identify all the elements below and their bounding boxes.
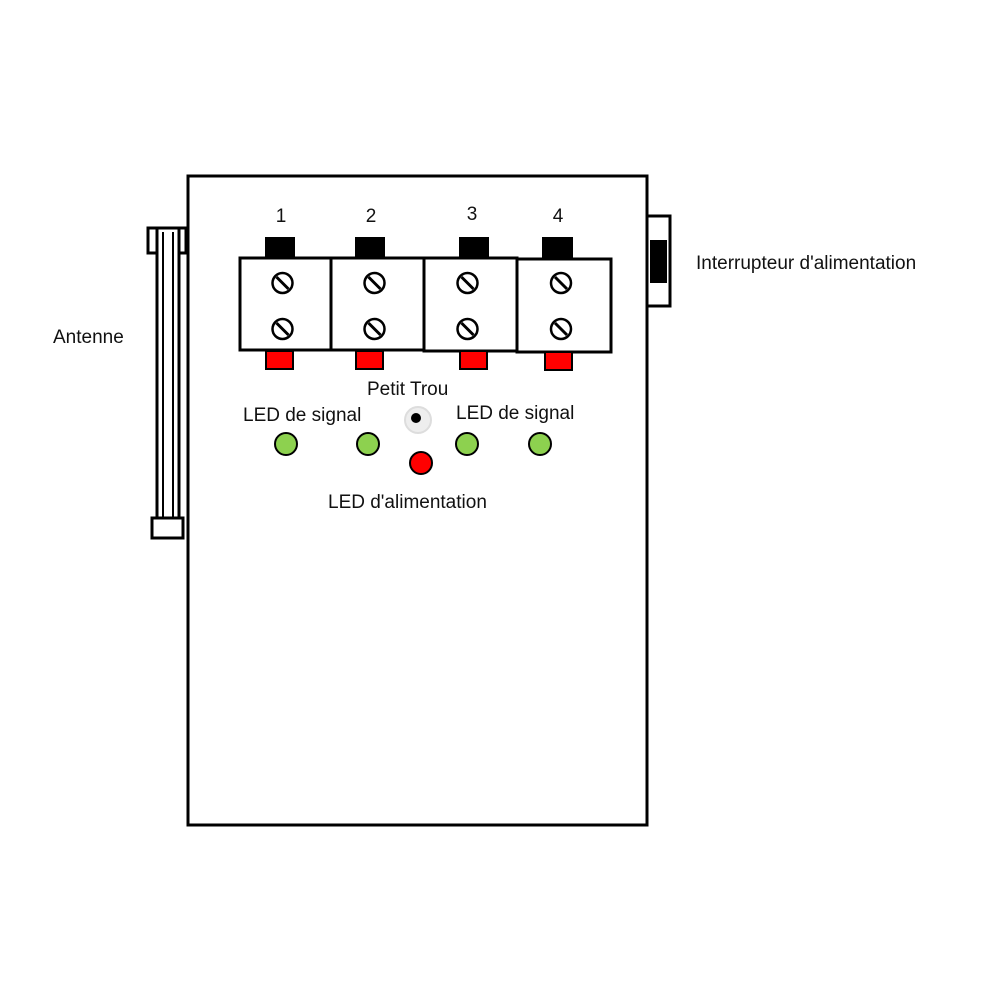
terminal-block-1 — [238, 237, 333, 370]
small-hole — [404, 406, 432, 434]
terminal-number-3: 3 — [466, 204, 478, 225]
terminal-block-4 — [515, 237, 613, 371]
terminal-number-2: 2 — [365, 206, 377, 227]
signal-led-left-label: LED de signal — [243, 405, 362, 426]
power-led — [409, 451, 433, 475]
terminal-block-3 — [422, 237, 519, 370]
terminal-number-4: 4 — [552, 206, 564, 227]
signal-led-1 — [274, 432, 298, 456]
small-hole-label: Petit Trou — [367, 379, 449, 400]
terminal-top-cap-3 — [459, 237, 489, 258]
power-switch — [645, 214, 672, 308]
antenna-label: Antenne — [53, 327, 124, 348]
screw-icon — [456, 271, 479, 295]
screw-icon — [363, 317, 386, 341]
terminal-red-tab-1 — [265, 350, 294, 370]
signal-led-4 — [528, 432, 552, 456]
terminal-red-tab-4 — [544, 351, 573, 371]
power-switch-label: Interrupteur d'alimentation — [696, 253, 917, 274]
terminal-red-tab-2 — [355, 350, 384, 370]
screw-icon — [456, 317, 479, 341]
screw-icon — [363, 271, 386, 295]
screw-icon — [549, 317, 573, 341]
terminal-top-cap-4 — [542, 237, 573, 258]
screw-icon — [271, 317, 294, 341]
signal-led-2 — [356, 432, 380, 456]
signal-led-3 — [455, 432, 479, 456]
terminal-red-tab-3 — [459, 350, 488, 370]
terminal-block-group — [238, 237, 613, 371]
antenna — [146, 226, 188, 540]
signal-led-right-label: LED de signal — [456, 403, 575, 424]
terminal-top-cap-1 — [265, 237, 295, 258]
screw-icon — [549, 271, 573, 295]
terminal-top-cap-2 — [355, 237, 385, 258]
screw-icon — [271, 271, 294, 295]
terminal-number-1: 1 — [275, 206, 287, 227]
terminal-block-2 — [329, 237, 426, 370]
power-led-label: LED d'alimentation — [328, 492, 487, 513]
